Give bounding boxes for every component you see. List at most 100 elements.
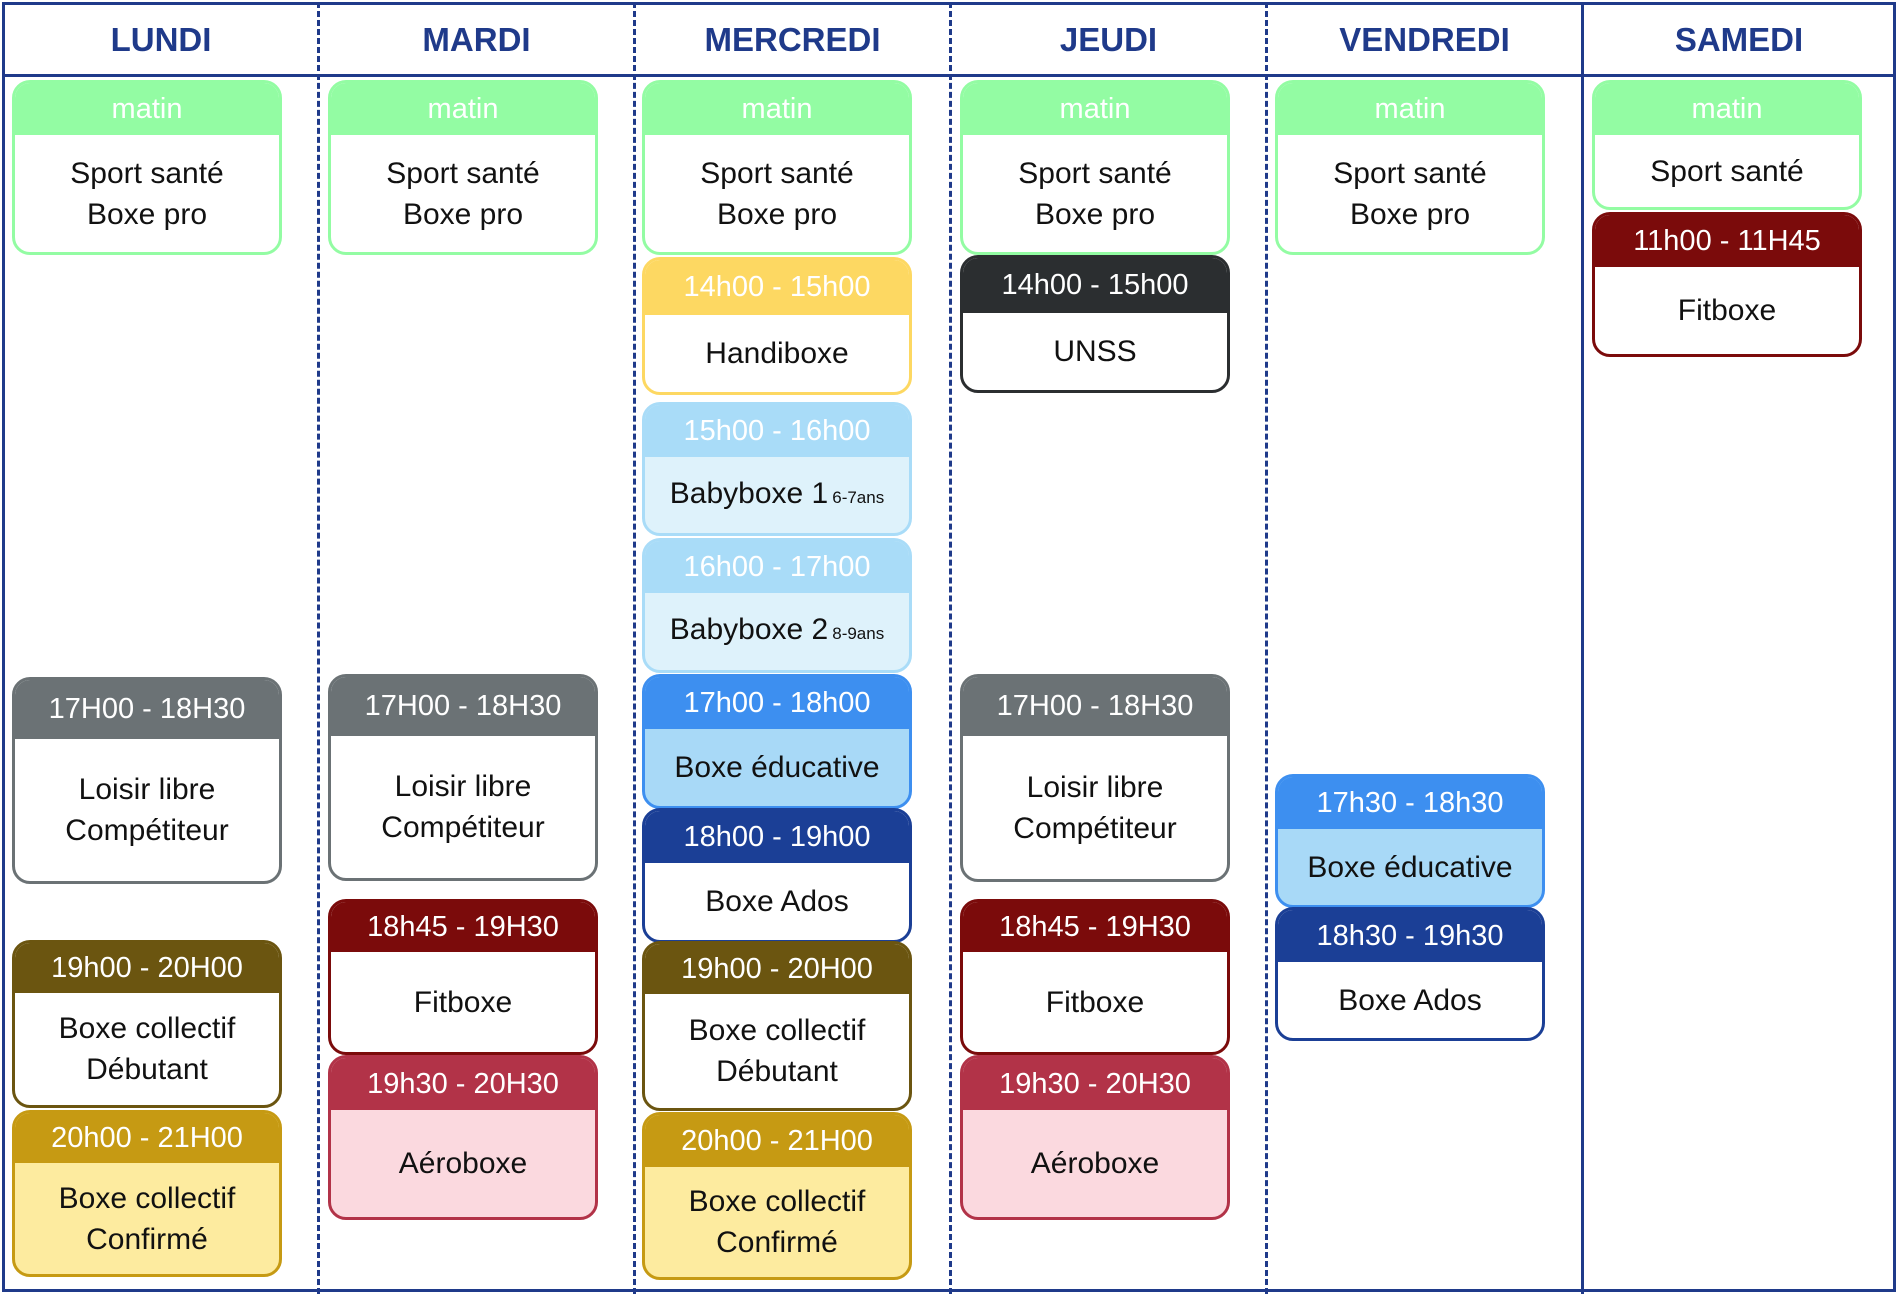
session-activity: Boxe Ados xyxy=(1278,962,1542,1038)
activity-line: Sport santé xyxy=(700,156,854,190)
session-time: 18h30 - 19h30 xyxy=(1278,910,1542,962)
activity-line: Sport santé xyxy=(1333,156,1487,190)
session-time: 15h00 - 16h00 xyxy=(645,405,909,457)
activity-line: Boxe pro xyxy=(716,197,838,231)
session-time: 20h00 - 21H00 xyxy=(645,1115,909,1167)
session-activity: Sport santé xyxy=(1595,135,1859,207)
activity-line: UNSS xyxy=(1053,335,1137,368)
activity-line: Fitboxe xyxy=(1045,985,1145,1019)
activity-line: Compétiteur xyxy=(381,811,545,844)
activity-line: Confirmé xyxy=(716,1226,838,1259)
activity-line: Boxe Ados xyxy=(1338,983,1482,1017)
session-time: 17h30 - 18h30 xyxy=(1278,777,1542,829)
activity-line: Débutant xyxy=(716,1055,838,1088)
activity-line: Boxe pro xyxy=(402,197,524,231)
activity-line: Compétiteur xyxy=(1013,811,1177,845)
activity-line: Sport santé xyxy=(1650,154,1804,188)
column-divider xyxy=(317,2,320,1294)
session-time: 17h00 - 18h00 xyxy=(645,677,909,729)
session-activity: UNSS xyxy=(963,313,1227,390)
activity-line: Sport santé xyxy=(70,156,224,190)
session-time: 17H00 - 18H30 xyxy=(15,680,279,739)
session-time: matin xyxy=(963,83,1227,135)
session-time: 19h30 - 20H30 xyxy=(963,1058,1227,1110)
age-note: 8-9ans xyxy=(832,624,885,643)
session-time: 19h30 - 20H30 xyxy=(331,1058,595,1110)
activity-line: Boxe collectif xyxy=(58,1012,236,1045)
column-divider xyxy=(1581,2,1584,1294)
session-activity: Aéroboxe xyxy=(963,1110,1227,1217)
activity-line: Aéroboxe xyxy=(398,1147,528,1180)
session-time: 17H00 - 18H30 xyxy=(963,677,1227,736)
session-time: matin xyxy=(1278,83,1542,135)
activity-line: Loisir libre xyxy=(394,770,532,803)
activity-line: Boxe collectif xyxy=(688,1014,866,1047)
activity-line: Fitboxe xyxy=(413,985,513,1019)
session-time: 14h00 - 15h00 xyxy=(963,258,1227,313)
column-divider xyxy=(1265,2,1268,1294)
day-header-samedi: SAMEDI xyxy=(1674,21,1804,58)
activity-line: Fitboxe xyxy=(1677,294,1777,327)
session-activity: Fitboxe xyxy=(1595,267,1859,354)
session-time: 17H00 - 18H30 xyxy=(331,677,595,736)
session-activity: Boxe Ados xyxy=(645,863,909,940)
session-activity: Fitboxe xyxy=(331,952,595,1052)
session-time: 18h45 - 19H30 xyxy=(963,902,1227,952)
day-header-jeudi: JEUDI xyxy=(1059,21,1158,58)
session-time: 16h00 - 17h00 xyxy=(645,541,909,593)
activity-line: Aéroboxe xyxy=(1030,1147,1160,1180)
activity-line: Boxe collectif xyxy=(688,1185,866,1218)
session-activity: Handiboxe xyxy=(645,315,909,392)
day-header-mercredi: MERCREDI xyxy=(704,21,881,58)
activity-line: Débutant xyxy=(86,1053,208,1086)
session-activity: Boxe éducative xyxy=(1278,829,1542,905)
session-time: matin xyxy=(1595,83,1859,135)
session-time: matin xyxy=(15,83,279,135)
session-time: 11h00 - 11H45 xyxy=(1595,215,1859,267)
activity-line: Handiboxe xyxy=(705,337,849,370)
activity-line: Boxe pro xyxy=(86,197,208,231)
session-time: 19h00 - 20H00 xyxy=(645,944,909,994)
activity-line: Boxe éducative xyxy=(1307,850,1513,884)
session-activity: Fitboxe xyxy=(963,952,1227,1052)
session-time: matin xyxy=(331,83,595,135)
activity-line: Boxe pro xyxy=(1349,197,1471,231)
activity-line: Sport santé xyxy=(1018,156,1172,190)
day-header-vendredi: VENDREDI xyxy=(1339,21,1510,58)
